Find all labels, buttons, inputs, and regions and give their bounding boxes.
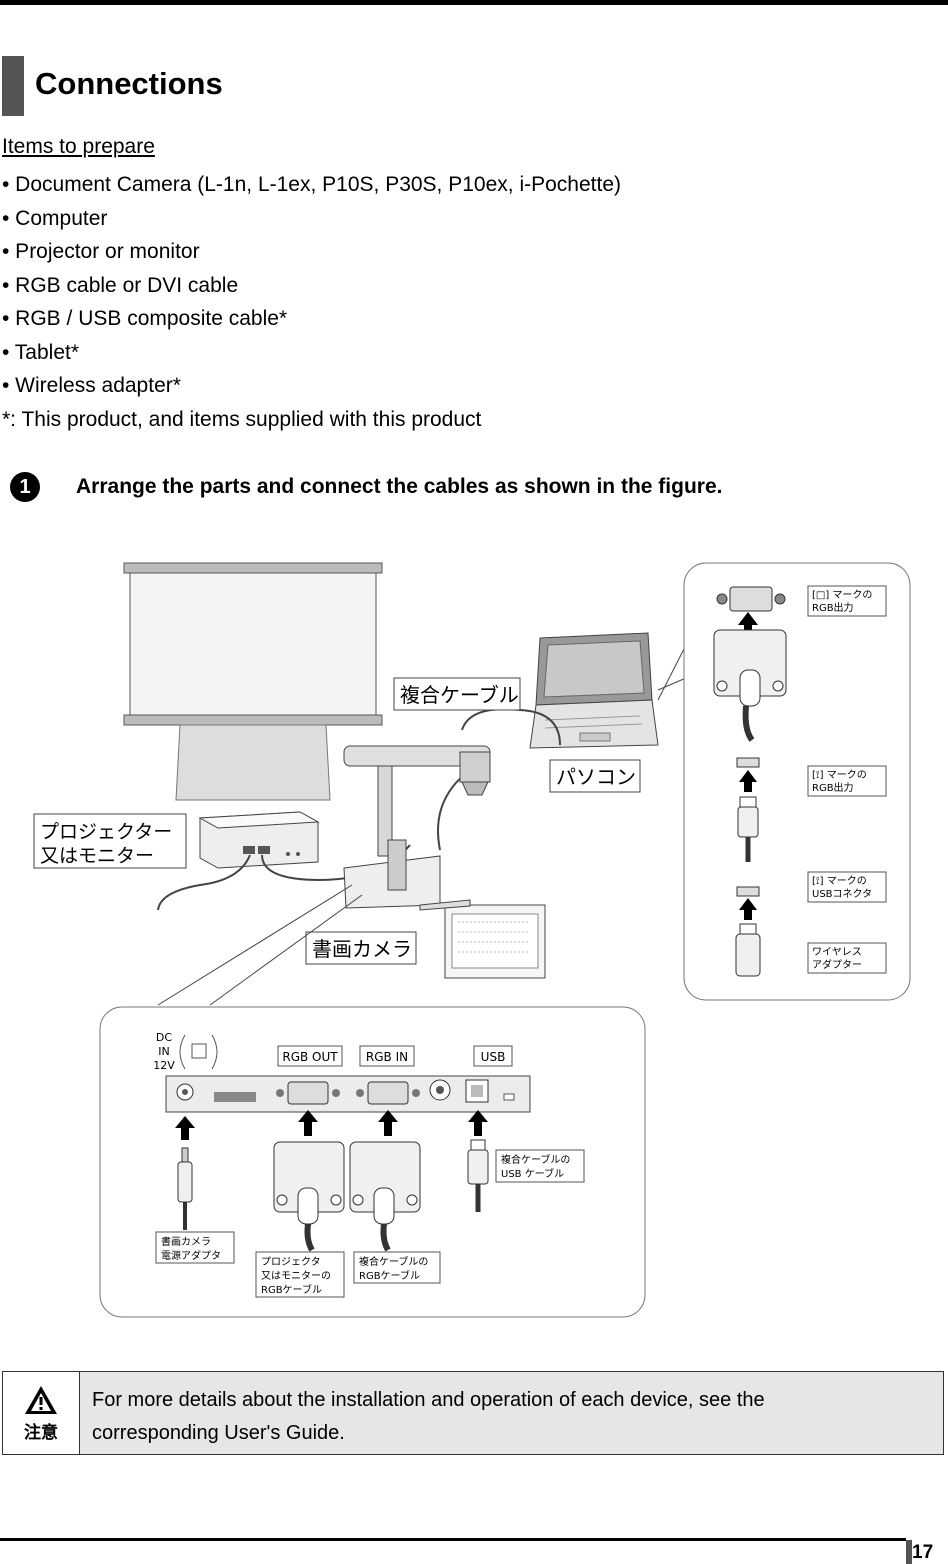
document-camera-illustration [343,745,491,909]
list-item: • Document Camera (L-1n, L-1ex, P10S, P3… [2,173,621,196]
bottom-rule [0,1538,906,1541]
port-dc-label: IN [158,1045,169,1058]
list-item: • Wireless adapter* [2,374,181,397]
connection-diagram: [□] マークの RGB出力 [⟟] マークの RGB出力 [⟟] マークの U… [33,562,911,1318]
page-title: Connections [35,66,223,101]
label-power-adapter: 電源アダプタ [161,1249,221,1262]
computer-illustration [529,632,659,749]
items-to-prepare-heading: Items to prepare [2,135,155,158]
top-rule [0,0,948,5]
note-text-line: For more details about the installation … [92,1389,765,1411]
list-item: • Computer [2,206,108,230]
page-number: 17 [912,1542,934,1563]
label-projector: 又はモニター [40,845,154,867]
label-usb-mark: RGB出力 [812,781,854,794]
label-document-camera: 書画カメラ [312,937,412,961]
list-item: • RGB cable or DVI cable [2,273,239,297]
footnote: *: This product, and items supplied with… [2,407,482,431]
label-projector-rgb-cable: RGBケーブル [261,1283,322,1296]
dc-power-icon [191,1043,207,1059]
items-list: • Document Camera (L-1n, L-1ex, P10S, P3… [2,168,621,436]
label-wireless-adapter: アダプター [812,958,862,971]
label-composite-rgb-cable: 複合ケーブルの [359,1255,428,1268]
label-wireless-adapter: ワイヤレス [812,947,862,958]
usb-plug-illustration [467,1139,489,1212]
tablet-illustration [419,899,546,979]
label-usb-connector: USBコネクタ [812,888,872,900]
port-rgb-out-label: RGB OUT [282,1050,338,1064]
label-power-adapter: 書画カメラ [161,1235,211,1248]
caution-icon-box: 注意 [3,1372,80,1454]
list-item: • RGB / USB composite cable* [2,307,288,330]
connection-arrows [175,1110,488,1140]
label-projector-rgb-cable: プロジェクタ [261,1256,321,1268]
label-usb-connector: [⟟] マークの [812,875,867,887]
label-composite-cable: 複合ケーブル [400,683,519,707]
port-usb-label: USB [481,1050,506,1064]
label-projector-rgb-cable: 又はモニターの [261,1270,331,1282]
caution-label: 注意 [24,1422,58,1443]
note-text: For more details about the installation … [80,1372,943,1454]
camera-rear-panel-illustration [165,1075,531,1113]
note-text-line: corresponding User's Guide. [92,1422,345,1444]
rgb-connector-illustration [713,586,787,742]
projection-screen-illustration [123,562,383,801]
step-instruction: Arrange the parts and connect the cables… [76,475,723,498]
port-dc-label: DC [156,1031,172,1044]
step-number-badge: 1 [10,472,40,502]
page-number-tab [906,1540,912,1564]
usb-connector-illustration [736,757,760,862]
label-rgb-out-mark: [□] マークの [812,589,872,601]
list-item: • Projector or monitor [2,240,200,263]
wireless-adapter-illustration [735,886,761,977]
label-usb-cable: USB ケーブル [501,1167,564,1180]
power-plug-illustration [177,1147,193,1230]
step-1: 1 Arrange the parts and connect the cabl… [10,472,722,502]
rgb-plug-illustration [273,1141,421,1252]
projector-illustration [198,811,320,869]
port-dc-label: 12V [153,1059,175,1072]
warning-icon [25,1385,57,1414]
list-item: • Tablet* [2,340,80,364]
port-rgb-in-label: RGB IN [366,1050,408,1064]
title-accent-bar [2,56,24,116]
label-usb-cable: 複合ケーブルの [501,1153,570,1166]
label-rgb-out-mark: RGB出力 [812,601,854,614]
label-composite-rgb-cable: RGBケーブル [359,1269,420,1282]
label-computer: パソコン [556,765,636,789]
label-usb-mark: [⟟] マークの [812,769,867,781]
label-projector: プロジェクター [40,821,172,843]
caution-note: 注意 For more details about the installati… [2,1371,944,1455]
